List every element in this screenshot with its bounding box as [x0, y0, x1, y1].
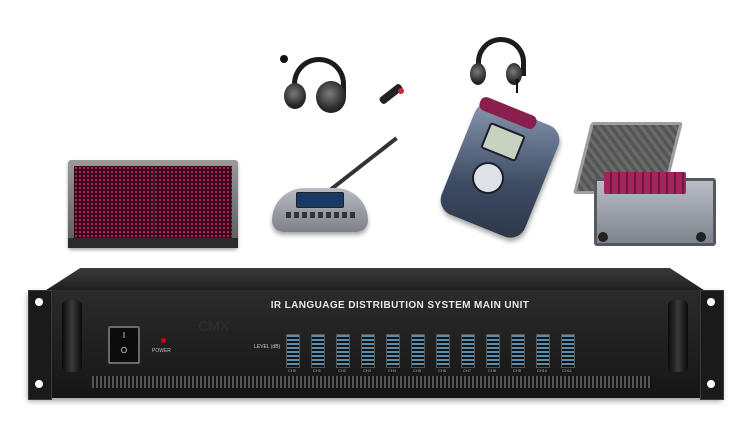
- delegate-headset: [280, 55, 352, 115]
- microphone-red-ring: [398, 88, 404, 94]
- rack-hole-icon: [35, 298, 43, 306]
- channel-label: CH11: [562, 368, 572, 373]
- radiator-base: [68, 238, 238, 248]
- channel-level-meter: [336, 334, 350, 368]
- channel-level-meter: [436, 334, 450, 368]
- main-unit-title: IR LANGUAGE DISTRIBUTION SYSTEM MAIN UNI…: [270, 300, 530, 311]
- level-label: LEVEL (dB): [254, 344, 281, 350]
- rack-hole-icon: [707, 380, 715, 388]
- rack-handle-right: [668, 300, 688, 372]
- channel-level-meter: [361, 334, 375, 368]
- headset-earcup-left: [284, 83, 306, 109]
- channel-label: CH0: [287, 368, 296, 373]
- channel-level-meter: [486, 334, 500, 368]
- headset-band: [476, 37, 526, 76]
- channel-label: CH4: [387, 368, 396, 373]
- channel-label: CH1: [312, 368, 321, 373]
- channel-level-meter: [311, 334, 325, 368]
- channel-label: CH7: [462, 368, 471, 373]
- headset-earcup-right: [316, 81, 346, 113]
- channel-label: CH6: [437, 368, 446, 373]
- channel-level-meter: [511, 334, 525, 368]
- switch-mark-off: O: [120, 346, 128, 355]
- switch-mark-on: I: [122, 331, 126, 340]
- watermark: CMX: [198, 318, 230, 334]
- power-label: POWER: [152, 348, 171, 354]
- case-wheel-icon: [696, 232, 706, 242]
- channel-level-meter: [461, 334, 475, 368]
- ventilation-grille: [92, 376, 652, 388]
- main-unit-top-panel: [40, 268, 710, 294]
- channel-label: CH10: [536, 368, 548, 373]
- power-led-icon: [161, 338, 166, 343]
- channel-label: CH2: [337, 368, 346, 373]
- receiver-headset: [470, 35, 530, 93]
- headset-mic-boom: [280, 55, 288, 63]
- rack-hole-icon: [35, 380, 43, 388]
- channel-level-meter: [286, 334, 300, 368]
- headset-earcup-left: [470, 63, 486, 85]
- channel-label: CH8: [487, 368, 496, 373]
- rack-hole-icon: [707, 298, 715, 306]
- headset-cable: [516, 79, 518, 93]
- channel-label: CH5: [412, 368, 421, 373]
- radiator-divider: [153, 166, 155, 238]
- case-wheel-icon: [598, 232, 608, 242]
- channel-label: CH9: [512, 368, 521, 373]
- channel-level-meter: [561, 334, 575, 368]
- microphone-head: [378, 82, 404, 106]
- rack-handle-left: [62, 300, 82, 372]
- power-switch[interactable]: I O: [108, 326, 140, 364]
- headset-earcup-right: [506, 63, 522, 85]
- charging-case-receivers: [604, 172, 686, 194]
- delegate-unit-keys: [286, 212, 356, 218]
- channel-label: CH3: [362, 368, 371, 373]
- ir-radiator-panel: [68, 160, 238, 248]
- channel-level-meter: [386, 334, 400, 368]
- headset-band: [292, 57, 346, 98]
- channel-level-meter: [411, 334, 425, 368]
- delegate-unit-screen: [296, 192, 344, 208]
- channel-level-meter: [536, 334, 550, 368]
